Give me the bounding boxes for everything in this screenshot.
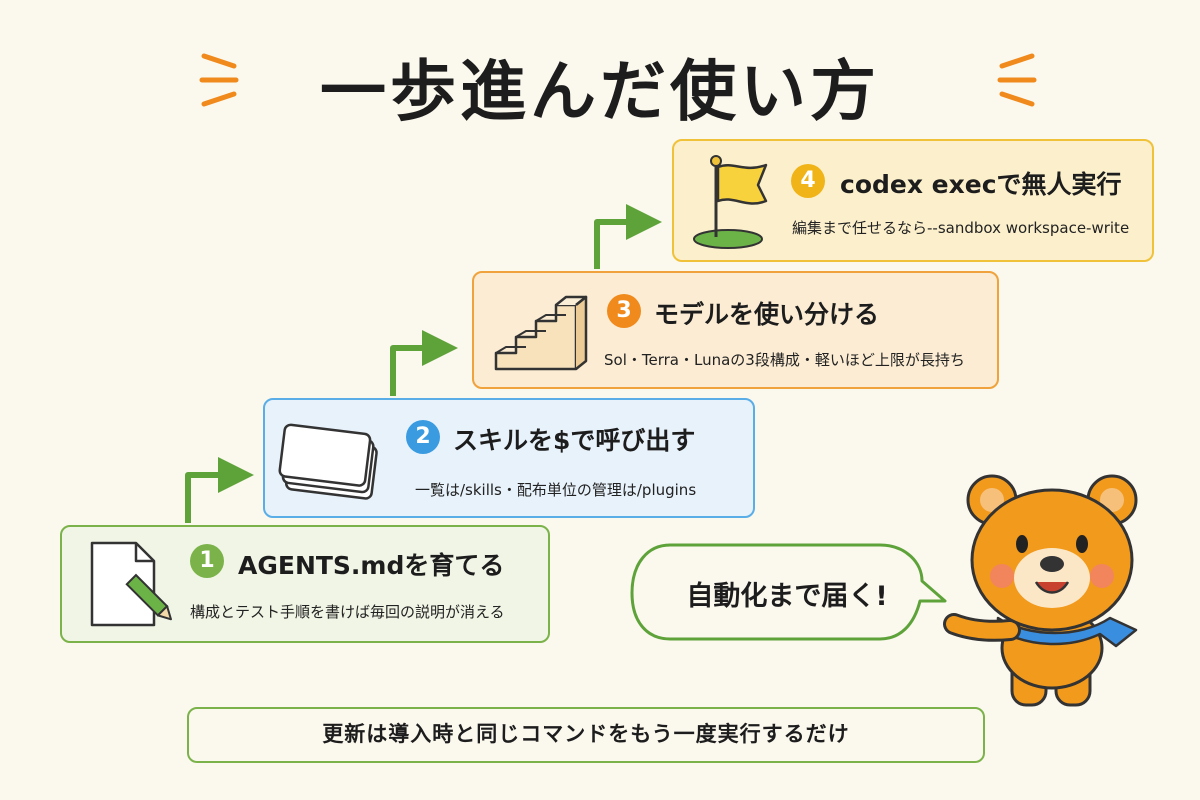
footer-note: 更新は導入時と同じコマンドをもう一度実行するだけ <box>187 707 985 763</box>
step-2-card: 2 スキルを$で呼び出す 一覧は/skills・配布単位の管理は/plugins <box>263 398 755 518</box>
arrow-3-to-4 <box>594 204 662 269</box>
step-1-number-badge: 1 <box>190 544 224 578</box>
arrow-2-to-3 <box>390 330 458 396</box>
bear-mascot-icon <box>943 474 1138 707</box>
step-2-description: 一覧は/skills・配布単位の管理は/plugins <box>415 481 697 499</box>
step-4-card: 4 codex execで無人実行 編集まで任せるなら--sandbox wor… <box>672 139 1154 262</box>
step-1-card: 1 AGENTS.mdを育てる 構成とテスト手順を書けば毎回の説明が消える <box>60 525 550 643</box>
stairs-icon <box>494 295 588 371</box>
document-pencil-icon <box>90 541 172 627</box>
step-3-number-badge: 3 <box>607 294 641 328</box>
step-4-number-badge: 4 <box>791 164 825 198</box>
step-1-description: 構成とテスト手順を書けば毎回の説明が消える <box>190 603 505 621</box>
left-burst-icon <box>199 53 239 107</box>
cards-stack-icon <box>278 423 378 500</box>
step-4-description: 編集まで任せるなら--sandbox workspace-write <box>792 219 1130 237</box>
step-3-card: 3 モデルを使い分ける Sol・Terra・Lunaの3段構成・軽いほど上限が長… <box>472 271 999 389</box>
step-2-title: スキルを$で呼び出す <box>453 426 696 455</box>
page-title: 一歩進んだ使い方 <box>320 53 880 130</box>
step-1-title: AGENTS.mdを育てる <box>238 551 505 580</box>
step-3-title: モデルを使い分ける <box>654 300 880 329</box>
goal-flag-icon <box>693 155 768 249</box>
step-3-description: Sol・Terra・Lunaの3段構成・軽いほど上限が長持ち <box>604 351 965 369</box>
arrow-1-to-2 <box>185 457 254 523</box>
speech-bubble-text: 自動化まで届く! <box>686 581 888 612</box>
right-burst-icon <box>997 53 1037 107</box>
step-2-number-badge: 2 <box>406 420 440 454</box>
step-4-title: codex execで無人実行 <box>840 170 1122 199</box>
speech-bubble <box>630 543 947 641</box>
